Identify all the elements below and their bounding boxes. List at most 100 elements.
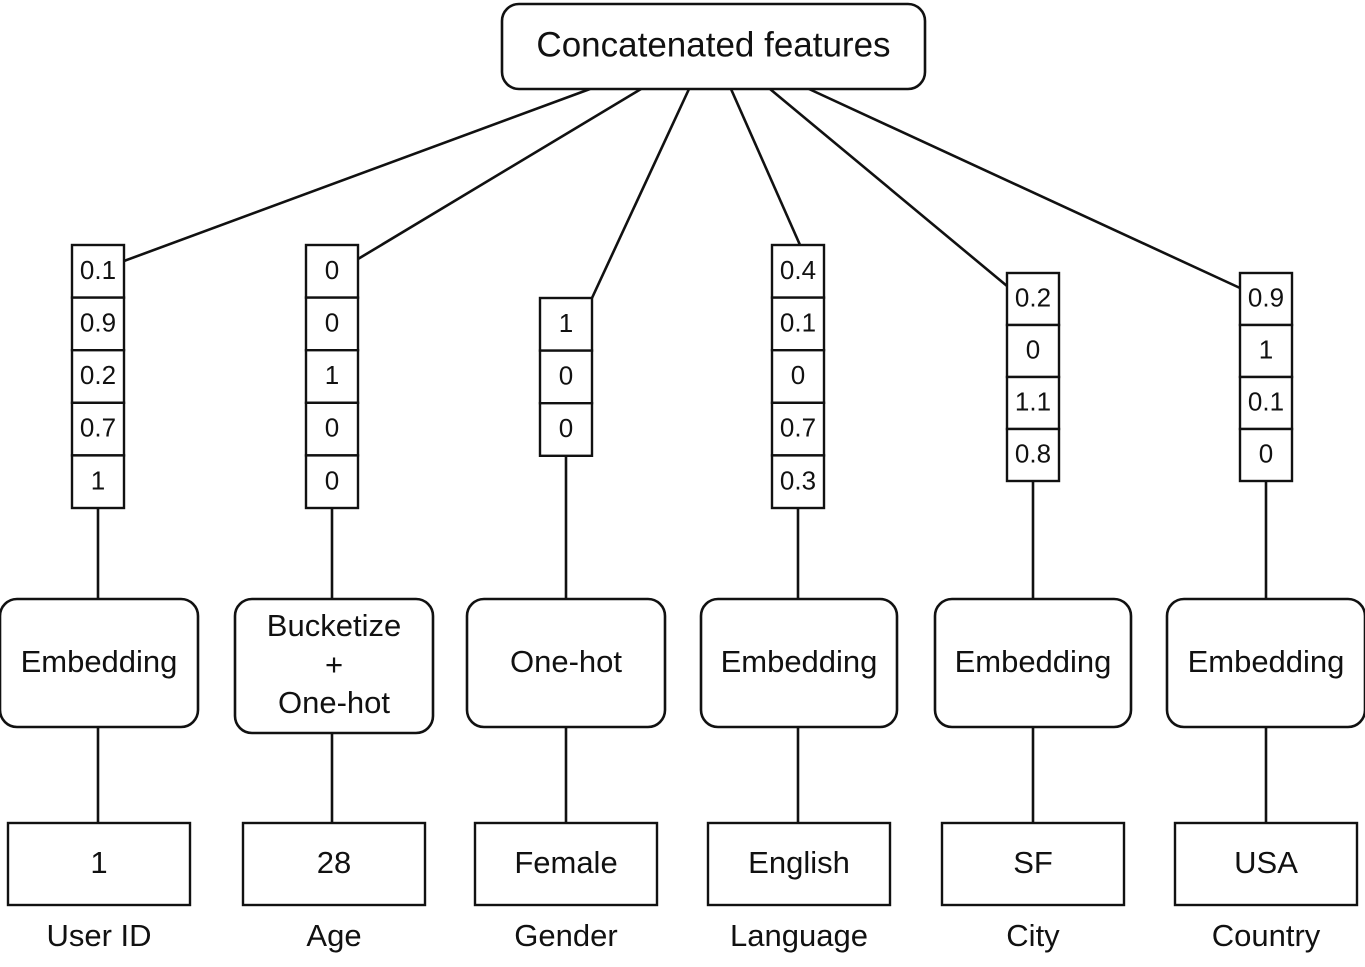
- transform-label-line-1: Bucketize: [267, 608, 401, 643]
- transform-box-country: Embedding: [1165, 597, 1365, 729]
- value-label: 28: [317, 845, 351, 880]
- caption-gender: Gender: [514, 918, 617, 953]
- value-rect: [6, 821, 192, 907]
- value-rect: [241, 821, 427, 907]
- column-country: 0.9 1 0.1 0 Embedding USA Country: [1165, 271, 1365, 953]
- value-rect: [1173, 821, 1359, 907]
- vector-cell: [770, 401, 826, 457]
- column-age: 0 0 1 0 0 Bucketize + One-hot 28 Age: [233, 243, 435, 953]
- vector-cell: [1238, 271, 1294, 327]
- transform-label-line-3: One-hot: [278, 685, 390, 720]
- concatenated-features-box: Concatenated features: [500, 2, 927, 91]
- caption-user-id: User ID: [46, 918, 151, 953]
- vector-user-id: 0.1 0.9 0.2 0.7 1: [70, 243, 126, 510]
- transform-label: Embedding: [1188, 644, 1345, 679]
- vector-cell-label: 0.2: [80, 360, 116, 390]
- vector-cell-label: 0: [325, 413, 339, 443]
- transform-rect: [233, 597, 435, 735]
- value-label: English: [748, 845, 850, 880]
- value-label: USA: [1234, 845, 1298, 880]
- fanout-line-country: [808, 87, 1241, 290]
- vector-cell: [770, 454, 826, 510]
- value-label: Female: [514, 845, 617, 880]
- vector-cell: [770, 296, 826, 352]
- vector-age: 0 0 1 0 0: [304, 243, 360, 510]
- fanout-connectors: [123, 87, 1241, 299]
- vector-cell-label: 0.8: [1015, 438, 1051, 468]
- value-box-country: USA: [1173, 821, 1359, 907]
- caption-city: City: [1006, 918, 1060, 953]
- vector-cell-label: 0.9: [80, 307, 116, 337]
- vector-cell: [1005, 427, 1061, 483]
- vector-cell-label: 0.4: [780, 255, 816, 285]
- value-box-gender: Female: [473, 821, 659, 907]
- transform-rect: [1165, 597, 1365, 729]
- vector-cell-label: 0.7: [780, 413, 816, 443]
- transform-box-age: Bucketize + One-hot: [233, 597, 435, 735]
- concatenated-features-rect: [500, 2, 927, 91]
- value-box-language: English: [706, 821, 892, 907]
- column-user-id: 0.1 0.9 0.2 0.7 1 Embedding 1 User ID: [0, 243, 200, 953]
- vector-cell-label: 0.3: [780, 465, 816, 495]
- vector-cell: [70, 349, 126, 405]
- vector-cell: [70, 454, 126, 510]
- vector-cell-label: 0: [325, 465, 339, 495]
- fanout-line-user-id: [123, 87, 591, 263]
- value-rect: [706, 821, 892, 907]
- column-city: 0.2 0 1.1 0.8 Embedding SF City: [933, 271, 1133, 953]
- vector-cell: [770, 243, 826, 299]
- transform-box-gender: One-hot: [465, 597, 667, 729]
- vector-cell-label: 0: [559, 413, 573, 443]
- caption-country: Country: [1212, 918, 1321, 953]
- vector-cell: [538, 349, 594, 405]
- fanout-line-language: [729, 88, 802, 246]
- value-box-user-id: 1: [6, 821, 192, 907]
- vector-gender: 1 0 0: [538, 296, 594, 458]
- value-box-age: 28: [241, 821, 427, 907]
- vector-cell-label: 0.1: [80, 255, 116, 285]
- caption-language: Language: [730, 918, 868, 953]
- transform-box-user-id: Embedding: [0, 597, 200, 729]
- vector-cell-label: 0: [325, 307, 339, 337]
- vector-cell: [1238, 427, 1294, 483]
- vector-cell-label: 0: [791, 360, 805, 390]
- vector-cell: [538, 402, 594, 458]
- vector-cell-label: 0.7: [80, 413, 116, 443]
- vector-cell: [304, 454, 360, 510]
- transform-label: Embedding: [721, 644, 878, 679]
- transform-label: One-hot: [510, 644, 622, 679]
- vector-cell: [1238, 375, 1294, 431]
- vector-cell-label: 1: [91, 465, 105, 495]
- transform-box-city: Embedding: [933, 597, 1133, 729]
- transform-label: Embedding: [21, 644, 178, 679]
- transform-rect: [465, 597, 667, 729]
- vector-cell-label: 0.2: [1015, 282, 1051, 312]
- value-box-city: SF: [940, 821, 1126, 907]
- vector-country: 0.9 1 0.1 0: [1238, 271, 1294, 483]
- concatenated-features-label: Concatenated features: [536, 25, 890, 64]
- vector-cell-label: 0: [559, 360, 573, 390]
- vector-cell: [1005, 271, 1061, 327]
- vector-cell-label: 0: [1026, 334, 1040, 364]
- value-rect: [473, 821, 659, 907]
- vector-cell-label: 1: [325, 360, 339, 390]
- transform-rect: [699, 597, 899, 729]
- value-rect: [940, 821, 1126, 907]
- value-label: SF: [1013, 845, 1053, 880]
- vector-cell: [1238, 323, 1294, 379]
- transform-label: Embedding: [955, 644, 1112, 679]
- transform-box-language: Embedding: [699, 597, 899, 729]
- fanout-line-age: [357, 87, 642, 261]
- vector-cell: [70, 296, 126, 352]
- column-gender: 1 0 0 One-hot Female Gender: [465, 296, 667, 953]
- vector-cell-label: 1: [559, 308, 573, 338]
- transform-label-line-2: +: [325, 647, 343, 682]
- vector-cell-label: 1.1: [1015, 386, 1051, 416]
- vector-cell-label: 0: [1259, 438, 1273, 468]
- vector-cell-label: 0.1: [780, 307, 816, 337]
- vector-cell-label: 0.9: [1248, 282, 1284, 312]
- vector-cell-label: 0: [325, 255, 339, 285]
- caption-age: Age: [306, 918, 361, 953]
- vector-cell-label: 0.1: [1248, 386, 1284, 416]
